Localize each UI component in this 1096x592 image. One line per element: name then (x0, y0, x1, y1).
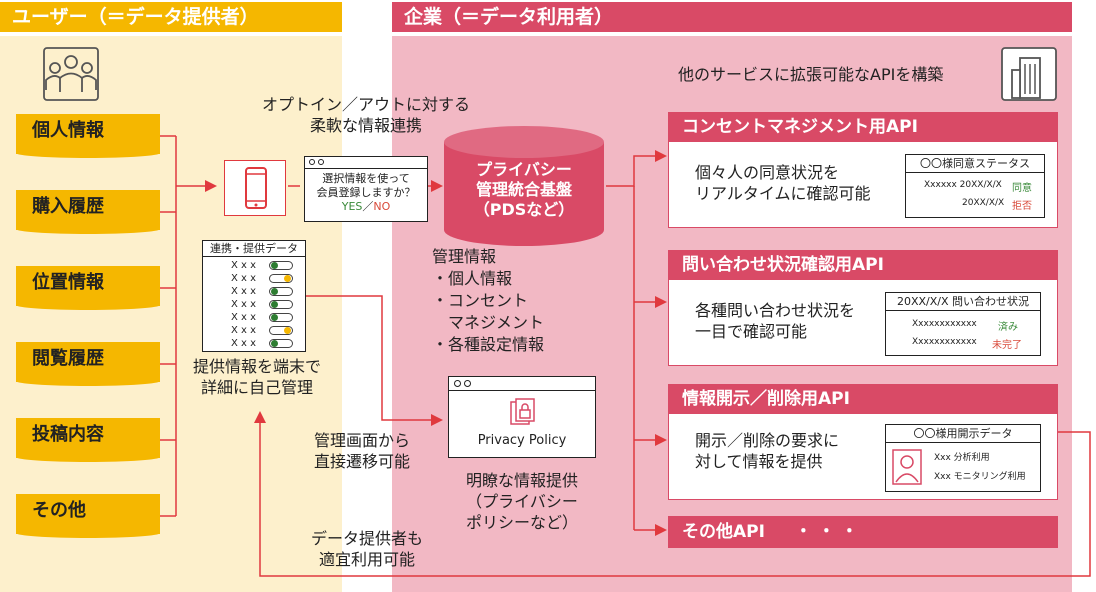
optin-text: オプトイン／アウトに対する 柔軟な情報連携 (261, 95, 470, 135)
api3-header: 情報開示／削除用API (668, 384, 1058, 414)
category-other: その他 (16, 494, 160, 538)
api4-title: その他API (682, 522, 765, 542)
privacy-policy-label: Privacy Policy (477, 433, 567, 448)
signup-dialog: 選択情報を使って 会員登録しますか？ YES／NO (304, 156, 428, 222)
toggle-switch[interactable] (269, 274, 293, 283)
linked-data-row: X x x (203, 337, 305, 350)
api3-row1-text: Xxx 分析利用 (934, 453, 990, 463)
no-button[interactable]: NO (373, 200, 391, 213)
linked-data-row-label: X x x (231, 299, 257, 310)
api1-row2-text: 20XX/X/X (962, 198, 1005, 208)
yes-no-separator: ／ (362, 200, 374, 213)
api3-row2-text: Xxx モニタリング利用 (934, 472, 1026, 482)
category-purchase-history: 購入履歴 (16, 190, 160, 234)
window-dot-icon (464, 380, 471, 387)
api1-box-title: 〇〇様同意ステータス (906, 155, 1044, 173)
users-icon (43, 47, 99, 101)
linked-data-title: 連携・提供データ (203, 241, 305, 257)
user-section-header: ユーザー（＝データ提供者） (0, 2, 342, 32)
linked-data-row-label: X x x (231, 312, 257, 323)
api3-description: 開示／削除の要求に 対して情報を提供 (695, 431, 840, 471)
linked-data-rows: X x x X x x X x x X x x X x x X x x X x x (203, 257, 305, 350)
toggle-switch[interactable] (269, 339, 293, 348)
toggle-knob (271, 288, 278, 295)
api3-box-title: 〇〇様用開示データ (886, 425, 1040, 443)
api1-description: 個々人の同意状況を リアルタイムに確認可能 (695, 163, 871, 203)
api1-body: 個々人の同意状況を リアルタイムに確認可能 〇〇様同意ステータス Xxxxxx … (668, 142, 1058, 228)
management-info-list: 管理情報 ・個人情報 ・コンセント マネジメント ・各種設定情報 (432, 247, 545, 354)
linked-data-row-label: X x x (231, 325, 257, 336)
toggle-knob (284, 327, 291, 334)
dialog-line2: 会員登録しますか？ (316, 186, 416, 199)
api1-row2-status: 拒否 (1012, 201, 1032, 212)
api3-disclosure-box: 〇〇様用開示データ Xxx 分析利用 Xxx モニタリング利用 (885, 424, 1041, 492)
toggle-knob (284, 275, 291, 282)
pds-label: プライバシー 管理統合基盤 （PDSなど） (473, 160, 575, 219)
linked-data-row-label: X x x (231, 338, 257, 349)
api2-body: 各種問い合わせ状況を 一目で確認可能 20XX/X/X 問い合わせ状況 Xxxx… (668, 280, 1058, 366)
api4-ellipsis: ・・・ (794, 522, 864, 542)
api1-header: コンセントマネジメント用API (668, 112, 1058, 142)
person-card-icon (892, 449, 922, 485)
toggle-switch[interactable] (269, 300, 293, 309)
linked-data-row: X x x (203, 259, 305, 272)
api2-row1-status: 済み (998, 322, 1018, 333)
dialog-titlebar (305, 157, 427, 169)
category-posted-content: 投稿内容 (16, 418, 160, 462)
api2-row2-text: Xxxxxxxxxxxx (912, 337, 977, 347)
building-icon (1001, 47, 1057, 101)
api2-status-box: 20XX/X/X 問い合わせ状況 Xxxxxxxxxxxx 済み Xxxxxxx… (885, 292, 1041, 356)
extensible-api-text: 他のサービスに拡張可能なAPIを構築 (678, 65, 944, 84)
api1-row1-status: 同意 (1012, 183, 1032, 194)
api3-body: 開示／削除の要求に 対して情報を提供 〇〇様用開示データ Xxx 分析利用 Xx… (668, 414, 1058, 500)
api2-row2-status: 未完了 (992, 340, 1022, 351)
linked-data-row: X x x (203, 285, 305, 298)
linked-data-row: X x x (203, 272, 305, 285)
phone-frame (224, 160, 286, 216)
window-dot-icon (454, 380, 461, 387)
privacy-policy-window[interactable]: Privacy Policy (448, 376, 596, 458)
api4-header: その他API ・・・ (668, 516, 1058, 548)
window-dot-icon (309, 159, 315, 165)
category-personal-info: 個人情報 (16, 114, 160, 158)
api2-header: 問い合わせ状況確認用API (668, 250, 1058, 280)
category-location-info: 位置情報 (16, 266, 160, 310)
linked-data-row-label: X x x (231, 273, 257, 284)
linked-data-row: X x x (203, 324, 305, 337)
window-titlebar (449, 377, 595, 391)
toggle-switch[interactable] (269, 326, 293, 335)
database-icon (444, 126, 604, 246)
smartphone-icon (245, 167, 267, 209)
transition-text: 管理画面から 直接遷移可能 (313, 431, 410, 471)
dialog-line1: 選択情報を使って (322, 172, 410, 185)
api2-description: 各種問い合わせ状況を 一目で確認可能 (695, 301, 856, 341)
yes-button[interactable]: YES (341, 200, 363, 213)
linked-data-row-label: X x x (231, 286, 257, 297)
also-use-text: データ提供者も 適宜利用可能 (310, 529, 423, 569)
api1-status-box: 〇〇様同意ステータス Xxxxxx 20XX/X/X 同意 20XX/X/X 拒… (905, 154, 1045, 218)
toggle-knob (271, 340, 278, 347)
corp-section-header: 企業（＝データ利用者） (392, 2, 1072, 32)
category-browsing-history: 閲覧履歴 (16, 342, 160, 386)
toggle-switch[interactable] (269, 261, 293, 270)
toggle-knob (271, 262, 278, 269)
api2-row1-text: Xxxxxxxxxxxx (912, 319, 977, 329)
toggle-knob (271, 314, 278, 321)
linked-data-row: X x x (203, 311, 305, 324)
lock-document-icon (510, 398, 535, 425)
linked-data-row: X x x (203, 298, 305, 311)
clear-info-text: 明瞭な情報提供 （プライバシー ポリシーなど） (465, 471, 578, 532)
linked-data-row-label: X x x (231, 260, 257, 271)
self-manage-text: 提供情報を端末で 詳細に自己管理 (192, 357, 321, 397)
window-dot-icon (318, 159, 324, 165)
toggle-switch[interactable] (269, 313, 293, 322)
toggle-switch[interactable] (269, 287, 293, 296)
toggle-knob (271, 301, 278, 308)
api1-row1-text: Xxxxxx 20XX/X/X (924, 180, 1002, 190)
api2-box-title: 20XX/X/X 問い合わせ状況 (886, 293, 1040, 311)
